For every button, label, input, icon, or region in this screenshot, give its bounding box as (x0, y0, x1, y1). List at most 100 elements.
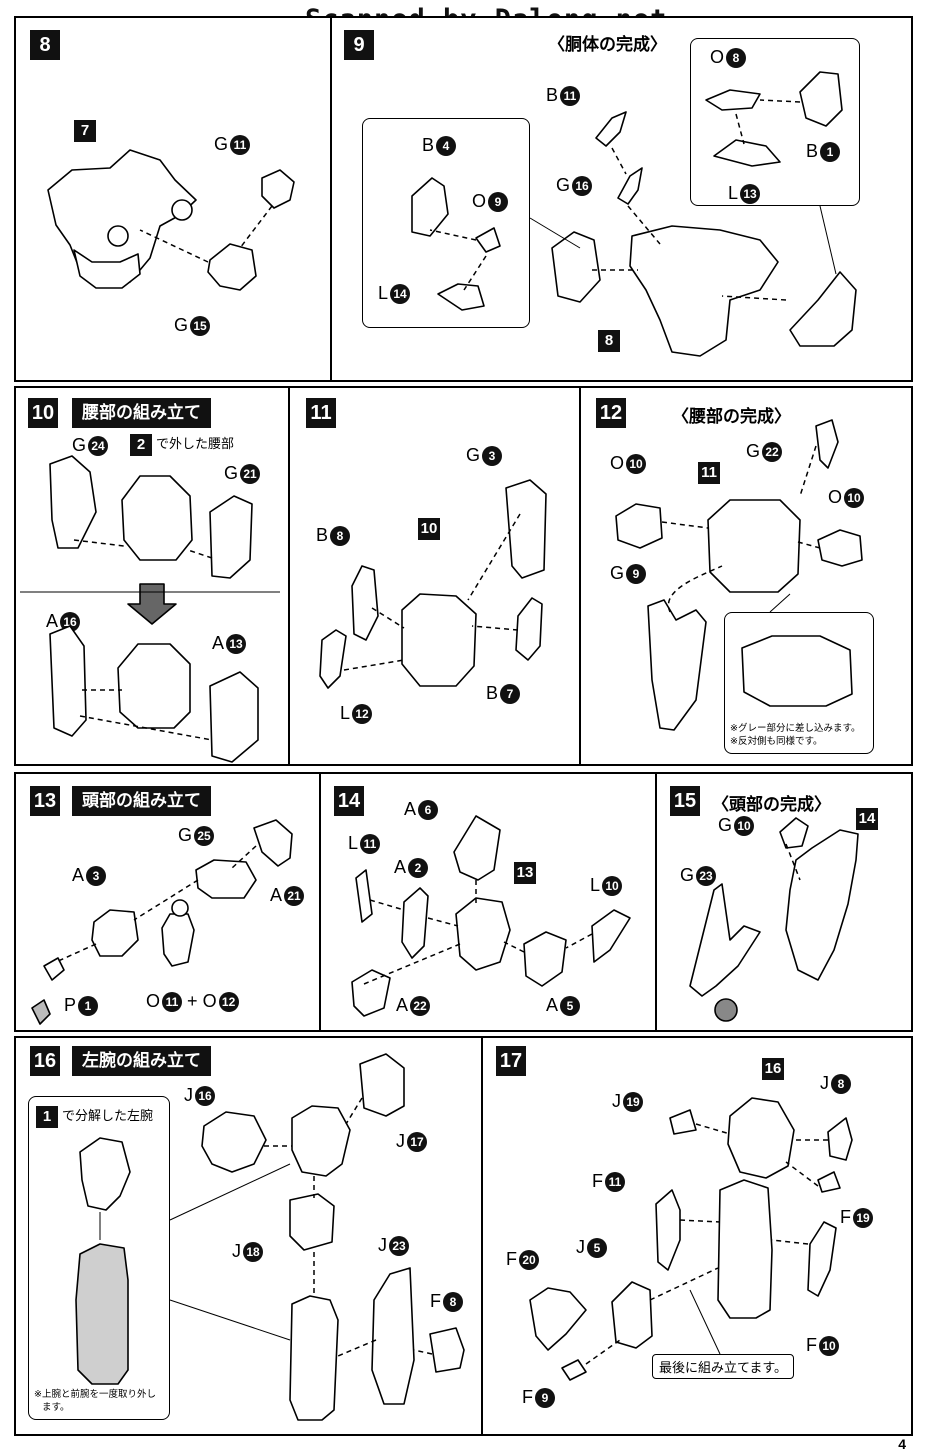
step-8-part-g15 (207, 243, 257, 291)
step-11-panel (288, 386, 581, 766)
step-11-part-b8 (351, 565, 379, 641)
step-9-part-b11 (595, 111, 627, 147)
step-8-hip-part (73, 249, 141, 289)
step-9-side-part-left (551, 231, 601, 303)
step-10-part-g24 (49, 455, 97, 549)
step-8-ref-badge: 7 (74, 120, 96, 142)
step-17-part-f10 (807, 1221, 837, 1297)
step-14-ref-badge: 13 (514, 862, 536, 884)
step-12-note-1: ※グレー部分に差し込みます。 (730, 723, 861, 734)
step-13-p1-tool (31, 999, 51, 1025)
step-17-part-f11 (655, 1189, 681, 1271)
step-9-part-o9 (475, 227, 501, 253)
step-13-part-g25 (195, 859, 257, 899)
step-8-number: 8 (30, 30, 60, 60)
step-13-head-cores (161, 913, 195, 967)
step-12-part-g9 (647, 599, 707, 731)
step-17-part-f20 (529, 1287, 587, 1351)
step-15-ref-badge: 14 (856, 808, 878, 830)
step-15-part-g10 (779, 817, 809, 849)
step-11-number: 11 (306, 398, 336, 428)
step-17-part-j19 (669, 1109, 697, 1135)
step-10-ref-badge: 2 (130, 434, 152, 456)
step-10-number: 10 (28, 398, 58, 428)
step-14-part-a6 (453, 815, 501, 881)
step-12-ref-badge: 11 (698, 462, 720, 484)
step-17-part-j5 (611, 1281, 653, 1349)
step-9-ref-badge: 8 (598, 330, 620, 352)
step-14-part-a22 (351, 969, 391, 1017)
step-16-number: 16 (30, 1046, 60, 1076)
step-16-detail-box (28, 1096, 170, 1420)
step-16-title: 左腕の組み立て (72, 1046, 211, 1076)
page-number: 4 (898, 1436, 906, 1452)
step-17-ref-badge: 16 (762, 1058, 784, 1080)
step-17-upperarm (727, 1097, 795, 1179)
step-10-part-g21 (209, 495, 253, 579)
step-9-part-l13 (713, 139, 781, 167)
step-12-note-2: ※反対側も同様です。 (730, 736, 823, 747)
step-8-part-g11 (261, 169, 295, 209)
step-9-side-part-right (789, 271, 857, 347)
step-10-waist-lower (117, 643, 191, 729)
step-15-head-complete (785, 829, 859, 981)
step-16-part-j17 (359, 1053, 405, 1117)
step-11-waist (401, 593, 477, 687)
callout-leaders (20, 205, 837, 1355)
step-11-part-g3 (505, 479, 547, 579)
step-16-part-j18 (289, 1193, 335, 1251)
step-10-part-a16 (49, 625, 87, 737)
step-16-part-j23 (371, 1267, 415, 1405)
step-16-forearm (289, 1295, 339, 1421)
step-17-part-f9 (561, 1359, 587, 1381)
step-16-ref-badge: 1 (36, 1106, 58, 1128)
step-13-title: 頭部の組み立て (72, 786, 211, 816)
step-13-part-a3 (91, 909, 139, 957)
step-12-number: 12 (596, 398, 626, 428)
step-14-head (455, 897, 511, 971)
step-17-number: 17 (496, 1046, 526, 1076)
step-12-part-o10b (817, 529, 863, 567)
step-12-title: 〈腰部の完成〉 (672, 407, 791, 427)
step-16-note-2: ます。 (42, 1402, 70, 1413)
step-9-part-g16 (617, 167, 643, 205)
step-13-part-a21 (253, 819, 293, 867)
step-9-part-b4 (411, 177, 449, 237)
step-11-ref-badge: 10 (418, 518, 440, 540)
step-9-part-l14 (437, 283, 485, 311)
step-9-part-o8 (705, 89, 761, 111)
step-16-forearm-old (75, 1243, 129, 1385)
step-12-waist (707, 499, 801, 593)
step-15-part-g23 (689, 883, 761, 997)
step-9-number: 9 (344, 30, 374, 60)
step-17-final-note: 最後に組み立てます。 (652, 1354, 795, 1379)
